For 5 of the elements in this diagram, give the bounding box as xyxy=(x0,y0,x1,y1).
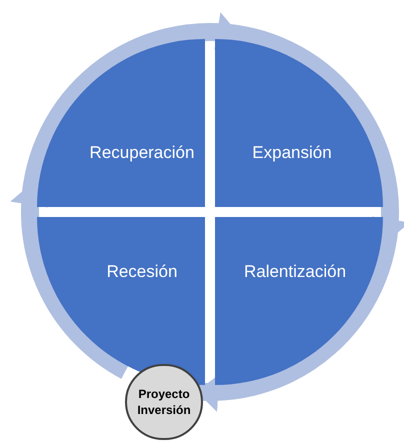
quadrant-label: Recuperación xyxy=(88,143,196,163)
quadrant-label: Recesión xyxy=(106,262,178,282)
quadrant-label: Ralentización xyxy=(242,262,348,282)
quadrant-label: Expansión xyxy=(251,143,333,163)
circle-label: Proyecto Inversión xyxy=(136,386,192,418)
